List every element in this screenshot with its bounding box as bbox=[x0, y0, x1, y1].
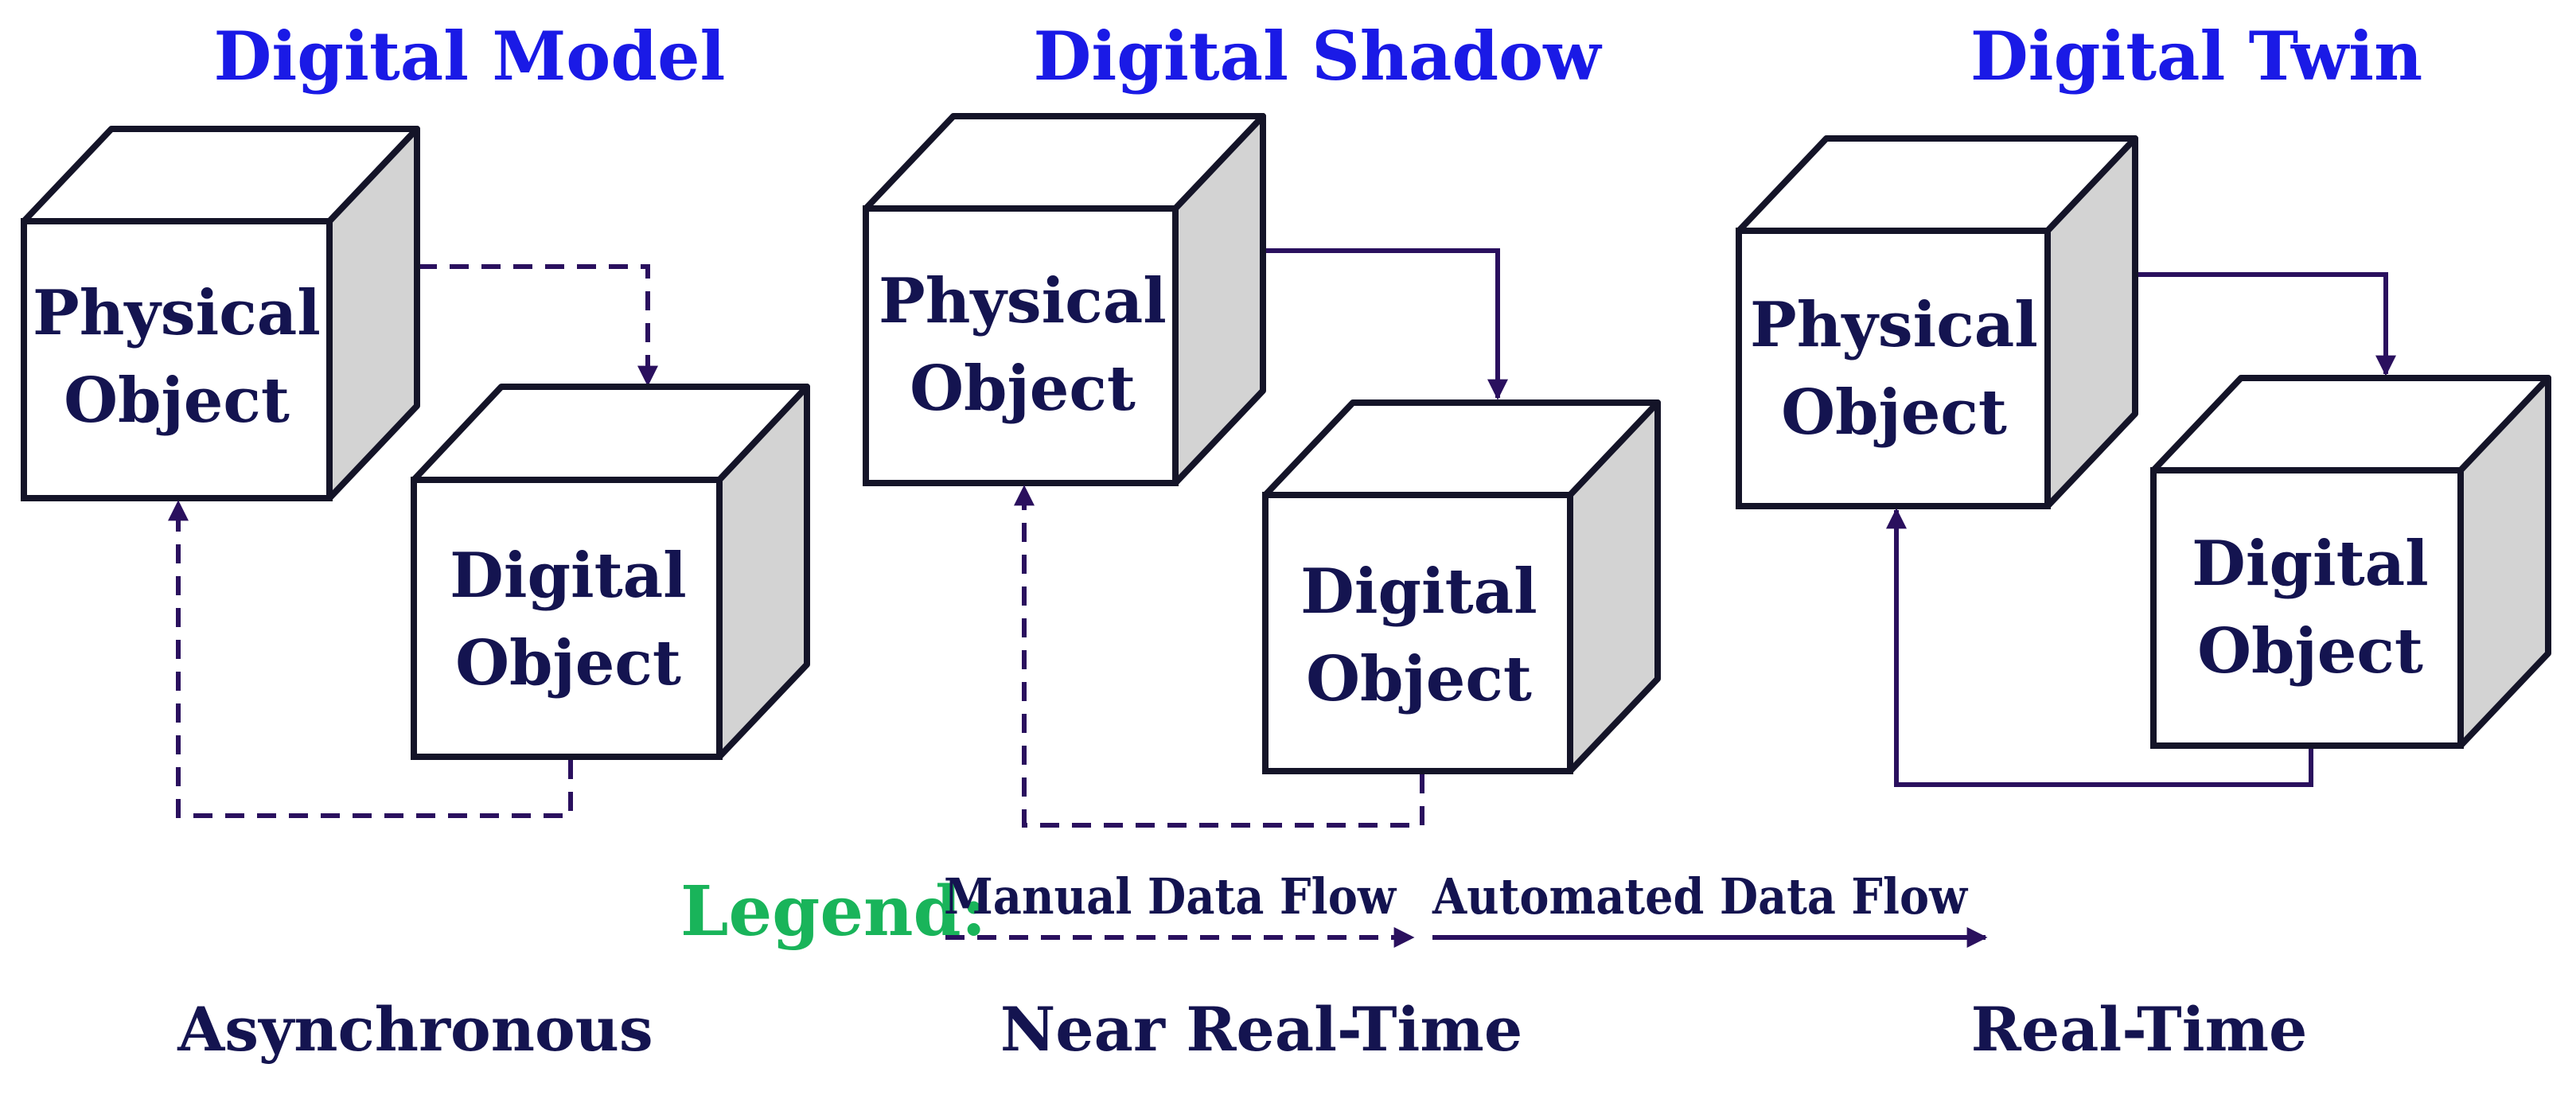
digital-object-box: Digital Object bbox=[411, 384, 810, 760]
box-label-line-2: Object bbox=[2197, 615, 2423, 688]
legend: Legend: Manual Data Flow Automated Data … bbox=[680, 867, 1988, 952]
panel-caption: Real-Time bbox=[1971, 994, 2308, 1065]
panel-digital-model: Digital Model Physical Object Digital Ob… bbox=[21, 17, 810, 1065]
box-label-line-2: Object bbox=[1306, 643, 1532, 715]
box-label-line-1: Physical bbox=[879, 265, 1167, 337]
physical-object-box: Physical Object bbox=[863, 113, 1266, 486]
panel-caption: Near Real-Time bbox=[1000, 994, 1522, 1065]
digital-object-box: Digital Object bbox=[1262, 399, 1661, 774]
legend-automated-label: Automated Data Flow bbox=[1432, 867, 1968, 925]
legend-title: Legend: bbox=[680, 871, 986, 952]
forward-flow-arrow bbox=[418, 264, 658, 387]
panel-title: Digital Shadow bbox=[1033, 17, 1602, 95]
forward-flow-arrow bbox=[2136, 272, 2396, 376]
box-label-line-1: Physical bbox=[33, 277, 321, 349]
forward-flow-arrow bbox=[1264, 248, 1508, 400]
box-label-line-1: Digital bbox=[2192, 528, 2429, 600]
panel-title: Digital Model bbox=[214, 17, 726, 95]
physical-object-box: Physical Object bbox=[21, 126, 420, 501]
return-flow-arrow bbox=[168, 500, 573, 818]
panel-digital-shadow: Digital Shadow Physical Object Digital O… bbox=[863, 17, 1661, 1065]
box-label-line-1: Digital bbox=[450, 540, 687, 612]
box-label-line-2: Object bbox=[64, 364, 290, 437]
box-label-line-1: Physical bbox=[1750, 289, 2038, 361]
return-flow-arrow bbox=[1886, 508, 2313, 787]
panel-digital-twin: Digital Twin Physical Object Digital Obj… bbox=[1736, 17, 2551, 1065]
box-label-line-2: Object bbox=[455, 627, 681, 699]
box-label-line-2: Object bbox=[1781, 376, 2007, 449]
box-label-line-2: Object bbox=[910, 353, 1136, 425]
panel-caption: Asynchronous bbox=[177, 994, 653, 1065]
return-flow-arrow bbox=[1014, 485, 1424, 828]
panel-title: Digital Twin bbox=[1970, 17, 2422, 95]
legend-manual-label: Manual Data Flow bbox=[944, 867, 1397, 925]
physical-object-box: Physical Object bbox=[1736, 135, 2138, 509]
box-label-line-1: Digital bbox=[1300, 555, 1537, 628]
digital-object-box: Digital Object bbox=[2150, 375, 2551, 749]
